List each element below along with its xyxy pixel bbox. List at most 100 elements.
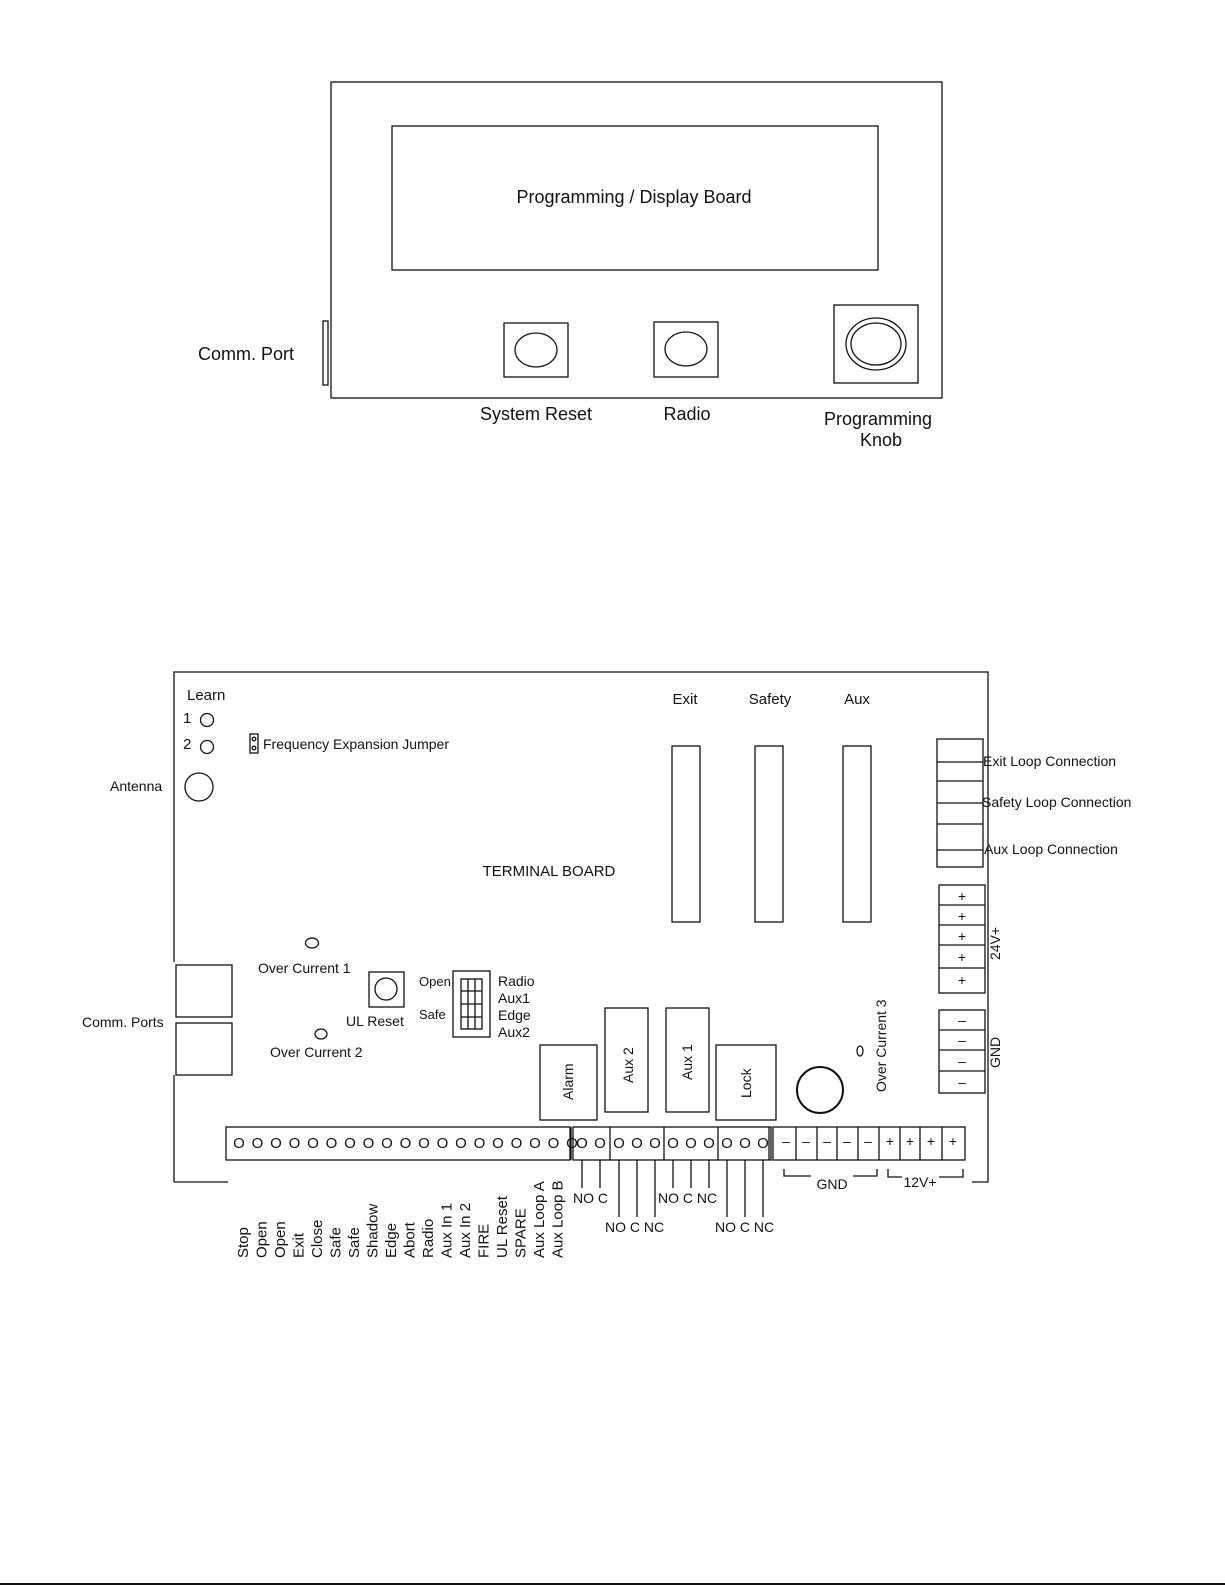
frequency-jumper-label: Frequency Expansion Jumper <box>263 736 449 752</box>
over-current-3-led <box>856 1045 864 1057</box>
input-terminal-label: UL Reset <box>494 1195 511 1258</box>
input-terminal-label: Shadow <box>365 1204 382 1258</box>
power-terminal-screw: – <box>843 1133 851 1149</box>
switch-item-aux1: Aux1 <box>498 990 530 1006</box>
input-terminal-screw: O <box>326 1135 338 1152</box>
svg-text:Aux 1: Aux 1 <box>679 1044 695 1080</box>
relay-terminal-screw: O <box>703 1135 715 1152</box>
terminal-board-outline <box>173 671 989 1183</box>
over-current-2-label: Over Current 2 <box>270 1044 363 1060</box>
relay-alarm: Alarm <box>539 1044 598 1121</box>
power-terminal-screw: + <box>906 1133 914 1149</box>
display-board-title: Programming / Display Board <box>516 187 751 207</box>
exit-loop-connection-label: Exit Loop Connection <box>983 753 1116 769</box>
radio-label: Radio <box>663 404 710 424</box>
relay-aux-2: Aux 2 <box>604 1007 649 1113</box>
learn-2-label: 2 <box>183 736 191 753</box>
input-terminal-label: Exit <box>291 1232 308 1258</box>
programming-knob-label-2: Knob <box>860 430 902 450</box>
gnd-bracket <box>783 1169 878 1177</box>
loop-connection-block <box>936 738 984 868</box>
svg-text:–: – <box>958 1074 966 1090</box>
input-terminal-screw: O <box>270 1135 282 1152</box>
relay-terminal-screw: O <box>739 1135 751 1152</box>
input-terminal-label: FIRE <box>476 1224 493 1258</box>
frequency-jumper <box>249 733 259 754</box>
switch-safe-label: Safe <box>419 1007 446 1022</box>
programming-knob-label: Programming <box>824 409 932 429</box>
power-terminal-screw: + <box>886 1133 894 1149</box>
gnd-label-bottom: GND <box>816 1176 847 1192</box>
display-screen <box>391 125 879 271</box>
learn-1-label: 1 <box>183 710 191 727</box>
over-current-3-label: Over Current 3 <box>873 999 889 1092</box>
input-terminal-screw: O <box>252 1135 264 1152</box>
terminal-board-title: TERMINAL BOARD <box>483 863 616 880</box>
input-terminal-block <box>225 1126 571 1161</box>
loop-header-safety: Safety <box>749 691 792 708</box>
input-terminal-screw: O <box>474 1135 486 1152</box>
switch-item-radio: Radio <box>498 973 535 989</box>
svg-text:Aux 2: Aux 2 <box>620 1047 636 1083</box>
v24-label: 24V+ <box>987 927 1003 960</box>
switch-item-edge: Edge <box>498 1007 531 1023</box>
power-terminal-screw: + <box>949 1133 957 1149</box>
over-current-1-led <box>304 937 320 949</box>
ul-reset-label: UL Reset <box>346 1013 404 1029</box>
input-terminal-screw: O <box>492 1135 504 1152</box>
input-terminal-label: Aux Loop B <box>550 1180 567 1258</box>
svg-text:+: + <box>958 928 966 944</box>
switch-item-aux2: Aux2 <box>498 1024 530 1040</box>
comm-port-2 <box>175 1022 233 1076</box>
learn-2-led <box>199 739 215 755</box>
buzzer <box>796 1066 844 1114</box>
system-reset-button <box>503 322 569 378</box>
input-terminal-screw: O <box>529 1135 541 1152</box>
comm-ports-label: Comm. Ports <box>82 1014 164 1030</box>
relay-terminal-screw: O <box>757 1135 769 1152</box>
dip-switch <box>452 970 491 1038</box>
ul-reset-button <box>368 971 405 1008</box>
relay-terminal-block <box>572 1126 772 1161</box>
antenna-label: Antenna <box>110 778 162 794</box>
power-terminal-screw: – <box>782 1133 790 1149</box>
input-terminal-label: Edge <box>383 1223 400 1258</box>
input-terminal-label: SPARE <box>513 1208 530 1258</box>
input-terminal-label: Safe <box>346 1227 363 1258</box>
aux-loop-connection-label: Aux Loop Connection <box>984 841 1118 857</box>
learn-1-led <box>199 712 215 728</box>
relay-label-aux1: NO C NC <box>658 1190 717 1206</box>
relay-terminal-screw: O <box>667 1135 679 1152</box>
input-terminal-label: Open <box>272 1221 289 1258</box>
input-terminal-label: Open <box>254 1221 271 1258</box>
svg-text:+: + <box>958 949 966 965</box>
input-terminal-label: Aux In 2 <box>457 1203 474 1258</box>
relay-terminal-screw: O <box>613 1135 625 1152</box>
input-terminal-screw: O <box>548 1135 560 1152</box>
gnd-label-right: GND <box>987 1037 1003 1068</box>
svg-text:+: + <box>958 908 966 924</box>
svg-text:–: – <box>958 1032 966 1048</box>
power-terminal-screw: – <box>802 1133 810 1149</box>
relay-aux-1: Aux 1 <box>665 1007 710 1113</box>
v24-terminal-block: + + + + + <box>938 884 986 994</box>
input-terminal-screw: O <box>511 1135 523 1152</box>
power-terminal-block <box>772 1126 966 1161</box>
safety-loop-slot <box>754 745 784 923</box>
over-current-1-label: Over Current 1 <box>258 960 351 976</box>
svg-text:Alarm: Alarm <box>560 1063 576 1100</box>
power-terminal-screw: – <box>864 1133 872 1149</box>
input-terminal-screw: O <box>344 1135 356 1152</box>
svg-text:Lock: Lock <box>738 1067 754 1098</box>
over-current-2-led <box>314 1028 328 1040</box>
input-terminal-label: Aux Loop A <box>531 1181 548 1258</box>
antenna-connector <box>184 772 214 802</box>
switch-open-label: Open <box>419 974 451 989</box>
svg-text:–: – <box>958 1053 966 1069</box>
comm-port-label: Comm. Port <box>198 344 294 364</box>
input-terminal-screw: O <box>455 1135 467 1152</box>
input-terminal-screw: O <box>437 1135 449 1152</box>
input-terminal-label: Close <box>309 1220 326 1258</box>
input-terminal-screw: O <box>363 1135 375 1152</box>
